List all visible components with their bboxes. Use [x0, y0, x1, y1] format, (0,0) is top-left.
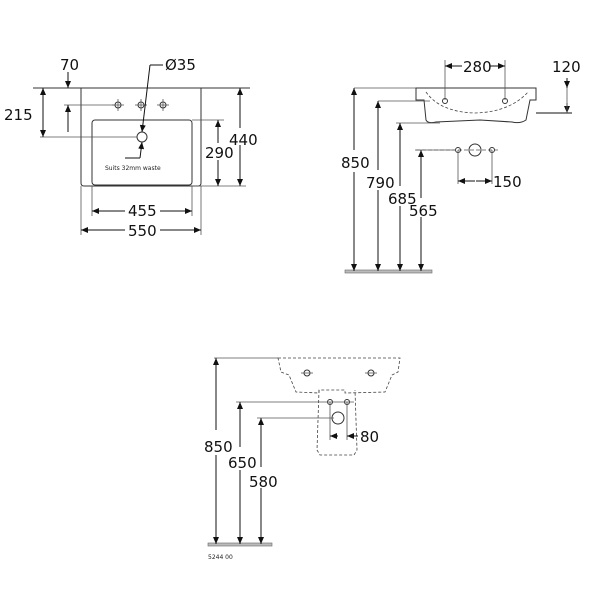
- pedestal-hidden-outline: [316, 389, 358, 456]
- dim-790-label: 790: [366, 174, 395, 192]
- basin-outline: [80, 88, 202, 187]
- waste-note: Suits 32mm waste: [105, 165, 161, 172]
- side-view: 280 120 850 790 685 565 150: [341, 58, 581, 274]
- dim-580-label: 580: [249, 473, 278, 491]
- pedestal-view: 850 650 580 80 5244 00: [204, 357, 401, 561]
- dim-280-label: 280: [463, 58, 492, 76]
- dim-455-label: 455: [128, 202, 157, 220]
- dim-650-label: 650: [228, 454, 257, 472]
- dim-850-label: 850: [204, 438, 233, 456]
- product-code: 5244 00: [208, 554, 233, 561]
- dim-70-label: 70: [60, 56, 79, 74]
- basin-hidden-outline: [277, 357, 401, 394]
- dim-150-label: 150: [493, 173, 522, 191]
- dim-685-label: 685: [388, 190, 417, 208]
- basin-side-outline: [415, 87, 537, 124]
- floor: [344, 269, 433, 274]
- dim-215-label: 215: [4, 106, 33, 124]
- waste-hole: [136, 131, 148, 143]
- dim-440-label: 440: [229, 131, 258, 149]
- tap-holes: [112, 99, 169, 111]
- dim-290-label: 290: [205, 144, 234, 162]
- front-view: 70 215 Ø35 Suits 32mm waste 290 440 455 …: [4, 56, 258, 240]
- dim-diameter-label: Ø35: [165, 56, 196, 74]
- dim-80-label: 80: [360, 428, 379, 446]
- bowl-outline: [91, 119, 193, 186]
- dim-550-label: 550: [128, 222, 157, 240]
- dim-850-label: 850: [341, 154, 370, 172]
- dim-565-label: 565: [409, 202, 438, 220]
- dim-120-label: 120: [552, 58, 581, 76]
- bowl-hidden-line: [425, 91, 529, 114]
